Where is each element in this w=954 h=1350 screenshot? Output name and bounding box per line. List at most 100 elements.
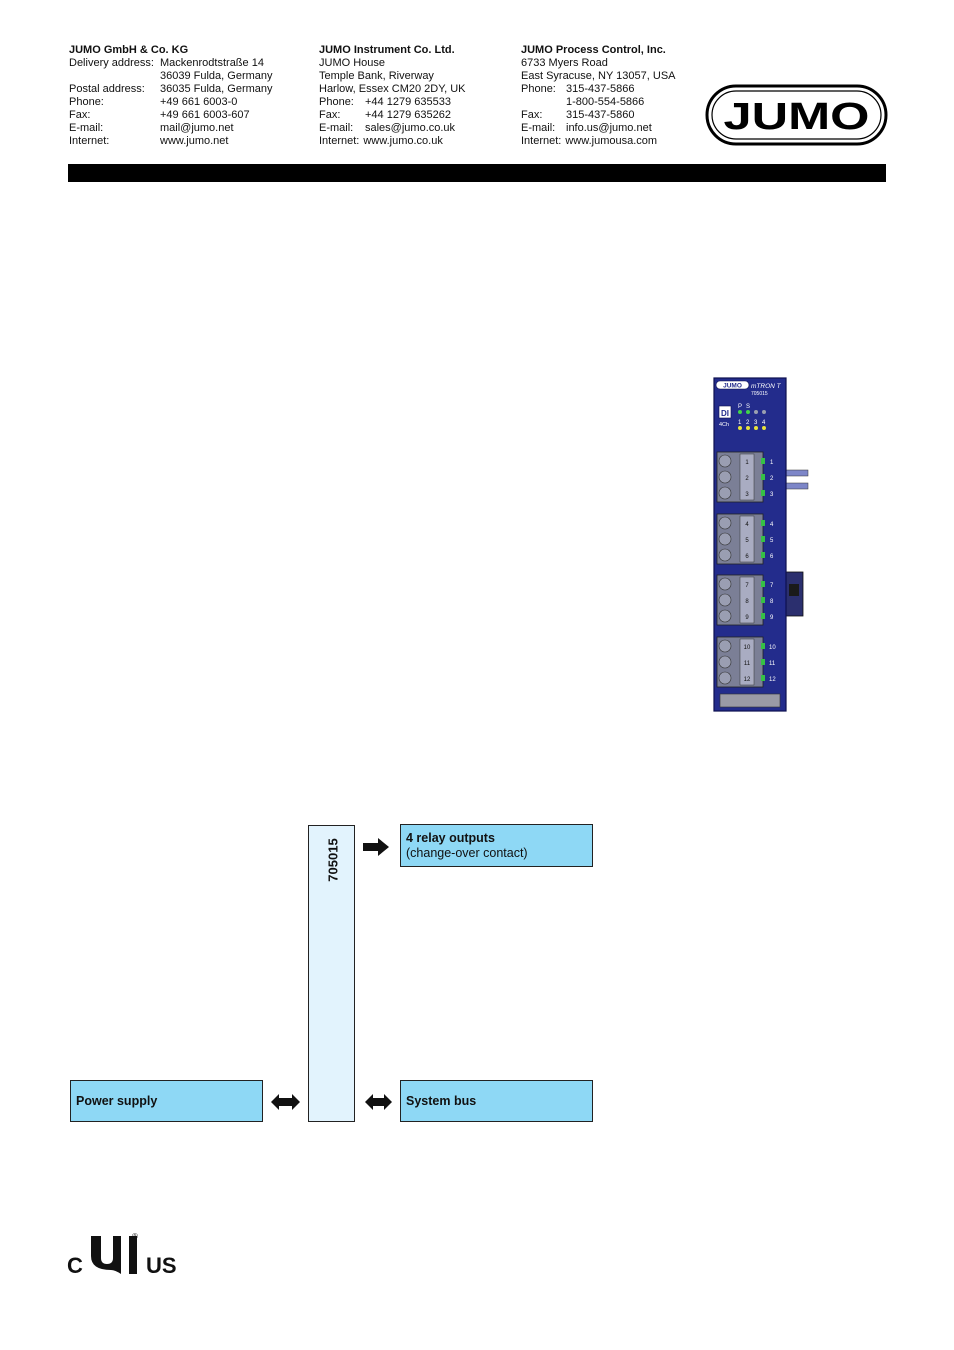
device-model: mTRON T	[751, 383, 782, 390]
address-line: East Syracuse, NY 13057, USA	[521, 70, 676, 82]
value-internet[interactable]: www.jumo.co.uk	[363, 135, 443, 147]
value-phone: +49 661 6003-0	[160, 96, 238, 108]
power-supply-label: Power supply	[76, 1094, 158, 1108]
terminal-number: 3	[745, 492, 749, 498]
relay-outputs-title: 4 relay outputs	[406, 831, 495, 845]
relay-outputs-subtitle: (change-over contact)	[406, 846, 528, 860]
terminal-number: 5	[745, 538, 749, 544]
company-name: JUMO Process Control, Inc.	[521, 44, 666, 56]
module-label: 705015	[325, 838, 341, 882]
company-name: JUMO Instrument Co. Ltd.	[319, 44, 455, 56]
module-705015: 705015	[308, 825, 355, 1122]
label-internet: Internet:	[69, 135, 110, 147]
terminal-number: 9	[745, 615, 749, 621]
value-email[interactable]: mail@jumo.net	[160, 122, 234, 134]
header-bar	[68, 164, 886, 182]
logo-text: JUMO	[724, 96, 870, 138]
address-jumo-inc: JUMO Process Control, Inc. 6733 Myers Ro…	[521, 44, 676, 148]
led-label-s: S	[746, 404, 750, 410]
value-delivery: Mackenrodtstraße 14	[160, 57, 264, 69]
value-internet[interactable]: www.jumousa.com	[565, 135, 658, 147]
value-fax: +49 661 6003-607	[160, 109, 250, 121]
registered-mark: ®	[132, 1232, 138, 1241]
system-bus-box: System bus	[400, 1080, 593, 1122]
led-label-3: 3	[754, 420, 758, 426]
double-arrow-icon	[365, 1094, 392, 1110]
device-image: JUMO mTRON T 705015 DI 4Ch P S 1 2 3 4	[713, 377, 809, 712]
terminal-number: 7	[745, 583, 749, 589]
device-brand: JUMO	[723, 383, 742, 390]
device-channels: 4Ch	[719, 422, 729, 428]
terminal-label: 11	[769, 661, 776, 667]
label-phone: Phone:	[69, 96, 104, 108]
label-phone: Phone:	[319, 96, 354, 108]
value-internet[interactable]: www.jumo.net	[160, 135, 229, 147]
address-line: Temple Bank, Riverway	[319, 70, 434, 82]
address-line: 6733 Myers Road	[521, 57, 608, 69]
value-phone-tollfree: 1-800-554-5866	[566, 96, 645, 108]
led-label-p: P	[738, 404, 742, 410]
ul-certification-logo: C ® US	[67, 1232, 177, 1278]
address-line: JUMO House	[319, 57, 386, 69]
label-email: E-mail:	[69, 122, 104, 134]
label-empty	[69, 70, 160, 83]
label-email: E-mail:	[521, 122, 556, 134]
terminal-label: 6	[770, 554, 774, 560]
terminal-block-1	[716, 451, 764, 503]
system-bus-label: System bus	[406, 1094, 477, 1108]
terminal-block-2	[716, 513, 764, 565]
label-internet: Internet:	[319, 135, 360, 147]
label-fax: Fax:	[69, 109, 91, 121]
terminal-block-3	[716, 574, 764, 626]
terminal-number: 1	[745, 460, 749, 466]
value-phone: +44 1279 635533	[365, 96, 451, 108]
terminal-number: 2	[745, 476, 749, 482]
terminal-number: 10	[744, 645, 751, 651]
address-jumo-ltd: JUMO Instrument Co. Ltd. JUMO House Temp…	[319, 44, 466, 148]
terminal-label: 8	[770, 599, 774, 605]
terminal-label: 4	[770, 522, 774, 528]
terminal-label: 1	[770, 460, 774, 466]
label-email: E-mail:	[319, 122, 354, 134]
led-label-1: 1	[738, 420, 742, 426]
label-phone: Phone:	[521, 83, 556, 95]
label-empty	[521, 96, 566, 109]
label-internet: Internet:	[521, 135, 562, 147]
value-fax: +44 1279 635262	[365, 109, 451, 121]
terminal-label: 5	[770, 538, 774, 544]
terminal-number: 4	[745, 522, 749, 528]
terminal-label: 12	[769, 677, 776, 683]
terminal-label: 7	[770, 583, 774, 589]
arrow-right-icon	[363, 838, 389, 856]
address-line: Harlow, Essex CM20 2DY, UK	[319, 83, 466, 95]
terminal-number: 6	[745, 554, 749, 560]
terminal-number: 12	[744, 677, 751, 683]
terminal-number: 8	[745, 599, 749, 605]
terminal-label: 10	[769, 645, 776, 651]
led-label-2: 2	[746, 420, 750, 426]
terminal-label: 2	[770, 476, 774, 482]
double-arrow-icon	[271, 1094, 300, 1110]
terminal-block-4	[716, 636, 764, 688]
jumo-logo: JUMO	[705, 84, 888, 146]
company-name: JUMO GmbH & Co. KG	[69, 44, 189, 56]
value-city: 36039 Fulda, Germany	[160, 70, 273, 82]
label-fax: Fax:	[319, 109, 341, 121]
label-fax: Fax:	[521, 109, 543, 121]
ul-c-text: C	[67, 1253, 83, 1278]
terminal-label: 3	[770, 492, 774, 498]
device-type-no: 705015	[751, 391, 768, 397]
label-delivery: Delivery address:	[69, 57, 154, 69]
value-email[interactable]: sales@jumo.co.uk	[365, 122, 456, 134]
value-email[interactable]: info.us@jumo.net	[566, 122, 652, 134]
value-phone: 315-437-5866	[566, 83, 635, 95]
device-badge: DI	[721, 409, 729, 418]
terminal-label: 9	[770, 615, 774, 621]
value-postal: 36035 Fulda, Germany	[160, 83, 273, 95]
terminal-number: 11	[744, 661, 751, 667]
address-jumo-gmbh: JUMO GmbH & Co. KG Delivery address: Mack…	[69, 44, 273, 148]
led-label-4: 4	[762, 420, 766, 426]
value-fax: 315-437-5860	[566, 109, 635, 121]
label-postal: Postal address:	[69, 83, 145, 95]
relay-outputs-box: 4 relay outputs (change-over contact)	[400, 824, 593, 867]
